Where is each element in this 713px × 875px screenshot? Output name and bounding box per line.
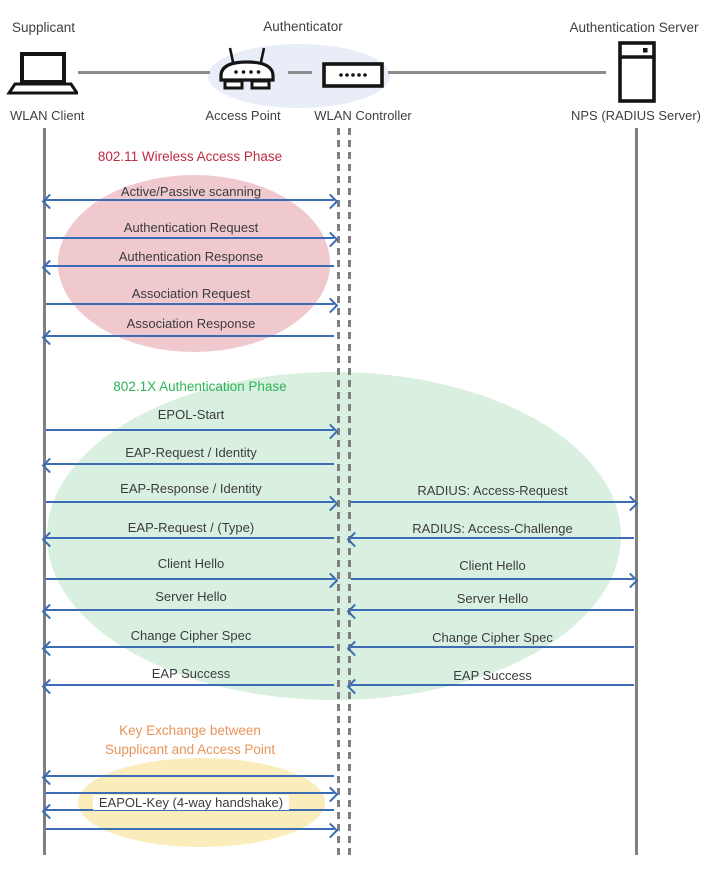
arrow-client-hello-left — [46, 578, 334, 580]
message-label: EAP-Request / Identity — [125, 445, 257, 460]
arrow-eapol-key-2 — [46, 792, 334, 794]
message-label: EAP Success — [453, 668, 532, 683]
arrow-authentication-request — [46, 237, 334, 239]
message-label: RADIUS: Access-Request — [417, 483, 568, 498]
arrow-eap-request-type — [46, 537, 334, 539]
device-label-wlan-client: WLAN Client — [10, 108, 85, 123]
message-label: Change Cipher Spec — [130, 628, 252, 643]
phase3-title-line2: Supplicant and Access Point — [104, 742, 276, 757]
server-icon — [618, 41, 656, 103]
lifeline-nps-server — [635, 128, 638, 855]
phase3-title: Key Exchange between Supplicant and Acce… — [45, 721, 335, 759]
arrow-client-hello-right — [351, 578, 634, 580]
phase1-title: 802.11 Wireless Access Phase — [97, 149, 283, 164]
arrow-association-request — [46, 303, 334, 305]
role-label-authentication-server: Authentication Server — [569, 20, 699, 35]
arrow-eap-success-left — [46, 684, 334, 686]
access-point-icon — [217, 46, 277, 94]
message-label: Association Request — [131, 286, 251, 301]
eapol-key-label: EAPOL-Key (4-way handshake) — [92, 795, 290, 810]
message-label: EAP-Request / (Type) — [127, 520, 255, 535]
device-label-nps-radius-server: NPS (RADIUS Server) — [570, 108, 702, 123]
message-label: Active/Passive scanning — [120, 184, 262, 199]
message-label: Server Hello — [155, 589, 227, 604]
wire-controller-server — [388, 71, 606, 74]
arrow-server-hello-left — [46, 609, 334, 611]
message-label: EAPOL-Key (4-way handshake) — [45, 795, 337, 811]
arrow-change-cipher-spec-left — [46, 646, 334, 648]
device-label-wlan-controller: WLAN Controller — [314, 108, 412, 123]
role-label-supplicant: Supplicant — [12, 20, 76, 35]
arrow-eapol-key-3 — [46, 809, 334, 811]
message-label: Change Cipher Spec — [432, 630, 553, 645]
arrow-eap-request-identity — [46, 463, 334, 465]
arrow-association-response — [46, 335, 334, 337]
lifeline-wlan-controller-dashed-2 — [348, 128, 351, 855]
arrow-eap-success-right — [351, 684, 634, 686]
message-label: EAP-Response / Identity — [120, 481, 262, 496]
arrow-radius-access-challenge — [351, 537, 634, 539]
laptop-icon — [6, 51, 78, 97]
phase3-title-line1: Key Exchange between — [119, 723, 261, 738]
wire-client-ap — [78, 71, 210, 74]
arrow-eapol-key-4 — [46, 828, 334, 830]
arrow-active-passive-scanning — [46, 199, 334, 201]
arrow-epol-start — [46, 429, 334, 431]
message-label: Authentication Request — [123, 220, 259, 235]
message-label: Authentication Response — [118, 249, 264, 264]
arrow-eap-response-identity — [46, 501, 334, 503]
role-label-authenticator: Authenticator — [263, 19, 343, 34]
wire-ap-controller — [288, 71, 312, 74]
arrow-authentication-response — [46, 265, 334, 267]
arrow-change-cipher-spec-right — [351, 646, 634, 648]
device-label-access-point: Access Point — [205, 108, 281, 123]
arrow-radius-access-request — [351, 501, 634, 503]
arrow-eapol-key-1 — [46, 775, 334, 777]
phase1-ellipse — [58, 175, 330, 352]
message-label: RADIUS: Access-Challenge — [412, 521, 573, 536]
message-label: Server Hello — [456, 591, 529, 606]
arrow-server-hello-right — [351, 609, 634, 611]
phase2-title: 802.1X Authentication Phase — [113, 379, 287, 394]
message-label: Client Hello — [459, 558, 526, 573]
message-label: EAP Success — [151, 666, 231, 681]
wlan-controller-icon — [322, 62, 384, 88]
message-label: EPOL-Start — [157, 407, 225, 422]
message-label: Association Response — [126, 316, 256, 331]
message-label: Client Hello — [157, 556, 225, 571]
lifeline-wlan-controller-dashed-1 — [337, 128, 340, 855]
lifeline-wlan-client — [43, 128, 46, 855]
